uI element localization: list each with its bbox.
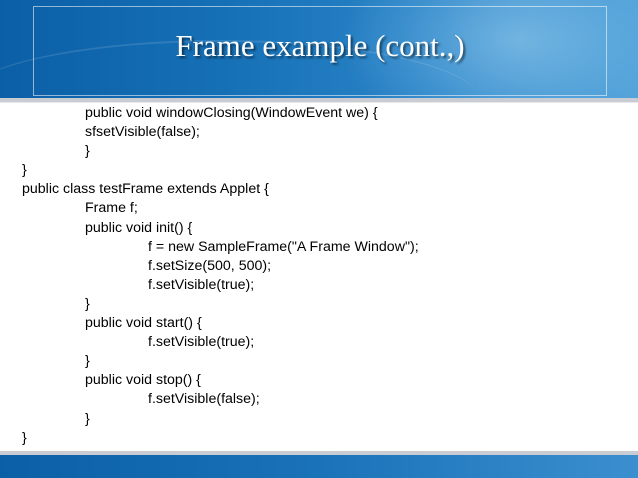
code-line: f = new SampleFrame("A Frame Window"); bbox=[148, 238, 419, 255]
header-divider bbox=[0, 98, 638, 102]
code-line: } bbox=[22, 162, 27, 179]
footer-divider bbox=[0, 451, 638, 455]
code-line: public void stop() { bbox=[85, 372, 201, 389]
code-line: } bbox=[85, 410, 90, 427]
code-line: f.setVisible(true); bbox=[148, 276, 255, 293]
title-frame bbox=[33, 6, 607, 96]
code-line: } bbox=[22, 429, 27, 446]
header-divider-highlight bbox=[0, 102, 638, 103]
code-line: } bbox=[85, 353, 90, 370]
code-line: Frame f; bbox=[85, 200, 138, 217]
code-line: public void init() { bbox=[85, 219, 193, 236]
code-line: public void windowClosing(WindowEvent we… bbox=[85, 105, 378, 121]
code-block: public void windowClosing(WindowEvent we… bbox=[22, 104, 419, 448]
title-banner bbox=[0, 0, 638, 98]
code-line: } bbox=[85, 295, 90, 312]
code-line: } bbox=[85, 143, 90, 160]
code-line: public void start() { bbox=[85, 315, 202, 332]
code-line: sfsetVisible(false); bbox=[85, 124, 200, 141]
code-line: f.setVisible(true); bbox=[148, 334, 255, 351]
code-line: f.setSize(500, 500); bbox=[148, 257, 272, 274]
slide-title: Frame example (cont.,) bbox=[175, 28, 465, 63]
code-line: public class testFrame extends Applet { bbox=[22, 181, 269, 198]
banner-swoosh bbox=[0, 40, 480, 98]
footer-bar bbox=[0, 455, 638, 478]
code-line: f.setVisible(false); bbox=[148, 391, 260, 408]
